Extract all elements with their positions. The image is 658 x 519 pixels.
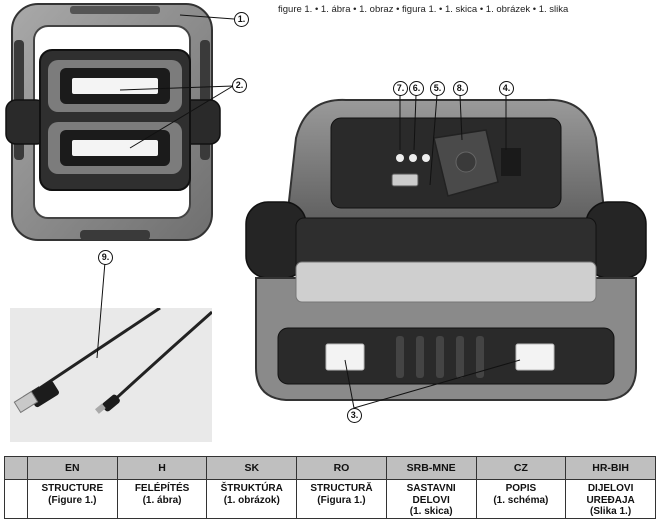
- table-cell: SASTAVNI DELOVI(1. skica): [385, 479, 477, 519]
- callout-5: 5.: [430, 81, 445, 96]
- callout-8: 8.: [453, 81, 468, 96]
- callout-3: 3.: [347, 408, 362, 423]
- table-header-cell: SRB-MNE: [385, 456, 477, 480]
- callout-7: 7.: [393, 81, 408, 96]
- back-view-image: [245, 98, 647, 401]
- table-cell: STRUCTURĂ(Figura 1.): [296, 479, 387, 519]
- table-header-cell: RO: [296, 456, 387, 480]
- language-table: EN H SK RO SRB-MNE CZ HR-BIH STRUCTURE(F…: [4, 456, 656, 519]
- table-corner-cell: [4, 456, 28, 480]
- callout-2: 2.: [232, 78, 247, 93]
- callout-4: 4.: [499, 81, 514, 96]
- front-view-image: [5, 3, 221, 241]
- table-header-cell: H: [116, 456, 208, 480]
- table-header-cell: HR-BIH: [565, 456, 656, 480]
- callout-1: 1.: [234, 12, 249, 27]
- callout-9: 9.: [98, 250, 113, 265]
- table-cell: ŠTRUKTÚRA(1. obrázok): [206, 479, 298, 519]
- figure-caption: figure 1. • 1. ábra • 1. obraz • figura …: [278, 4, 569, 15]
- table-cell: FELÉPÍTÉS(1. ábra): [116, 479, 208, 519]
- table-cell: DIJELOVI UREĐAJA(Slika 1.): [565, 479, 656, 519]
- table-header-cell: CZ: [475, 456, 567, 480]
- table-header-cell: SK: [206, 456, 298, 480]
- table-cell: STRUCTURE(Figure 1.): [27, 479, 118, 519]
- table-cell: POPIS(1. schéma): [475, 479, 567, 519]
- callout-6: 6.: [409, 81, 424, 96]
- usb-cable-image: [10, 308, 212, 442]
- table-header-cell: EN: [27, 456, 118, 480]
- table-row-label-cell: [4, 479, 28, 519]
- table-header-row: EN H SK RO SRB-MNE CZ HR-BIH: [4, 456, 656, 480]
- table-row: STRUCTURE(Figure 1.) FELÉPÍTÉS(1. ábra) …: [4, 479, 656, 519]
